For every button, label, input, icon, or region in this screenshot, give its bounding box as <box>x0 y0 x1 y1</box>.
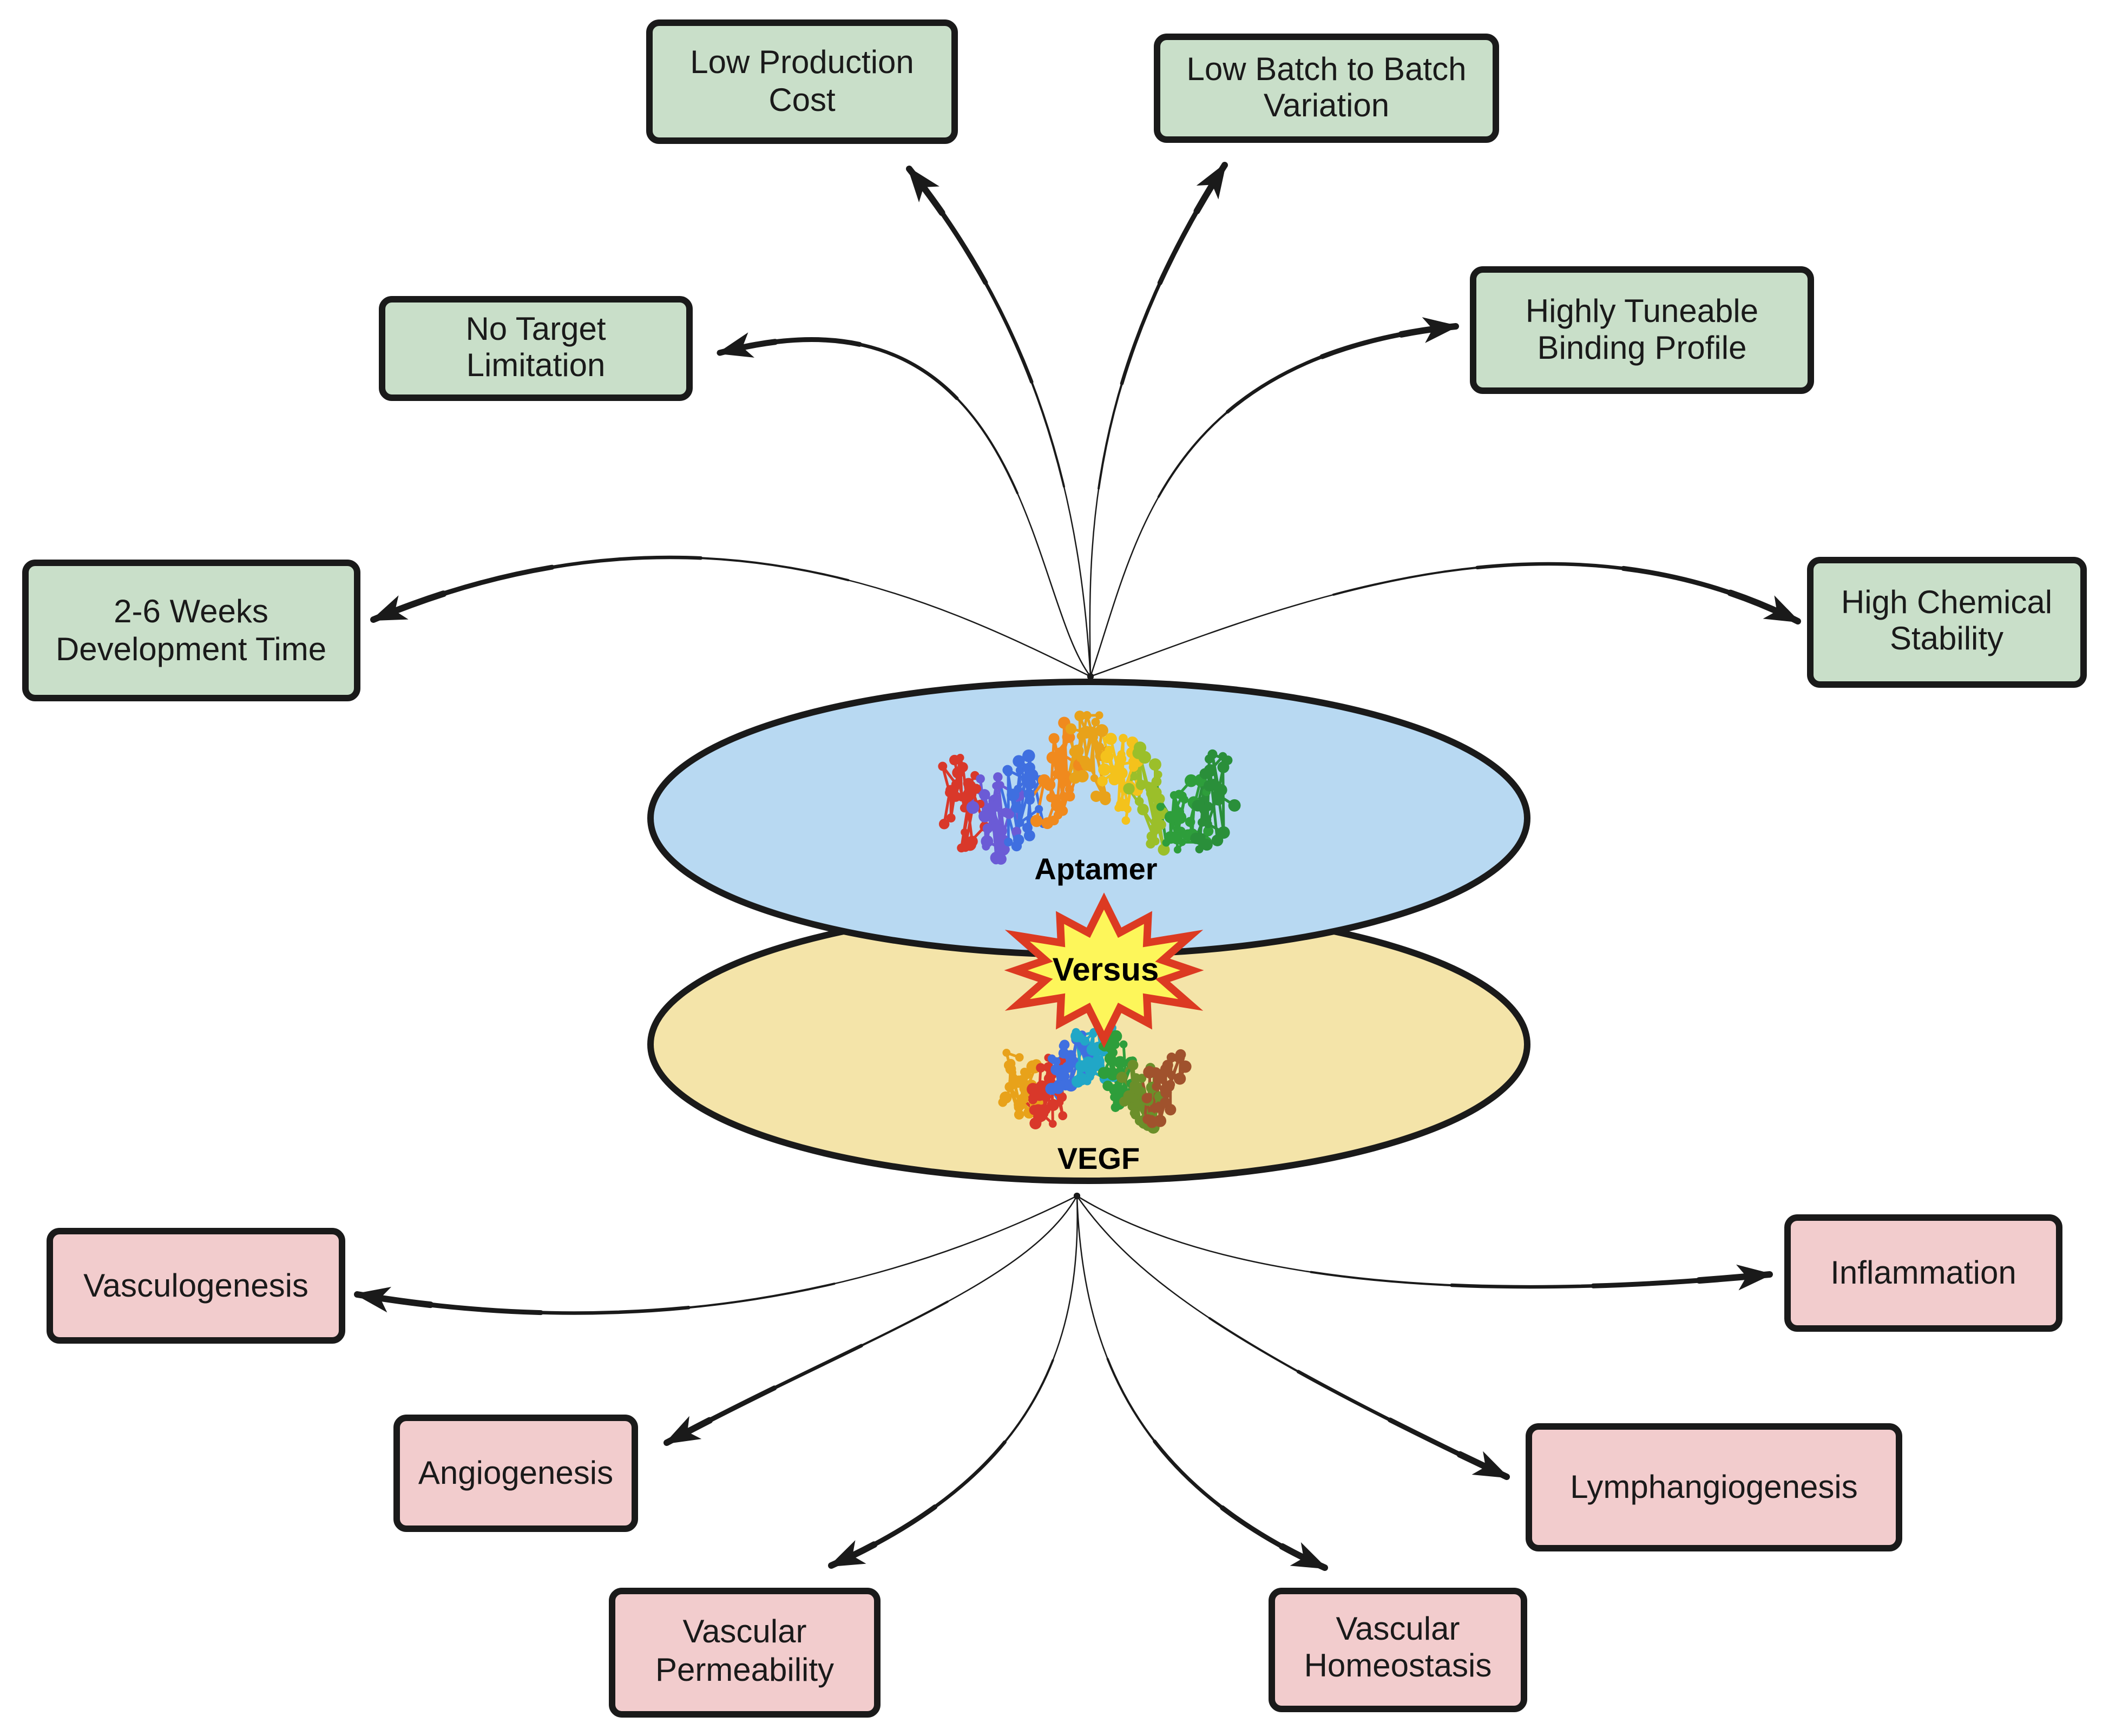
advantage-text: Highly Tuneable <box>1526 293 1758 329</box>
effect-box-inflammation: Inflammation <box>1784 1214 2062 1332</box>
arrowhead-icon <box>1290 1542 1328 1569</box>
arrowhead-icon <box>354 1286 392 1313</box>
advantage-boxes: Low Production Cost Low Batch to Batch V… <box>22 19 2087 701</box>
advantage-text: Stability <box>1890 620 2003 656</box>
arrow-to-low-batch-variation <box>1086 162 1228 680</box>
arrowhead-icon <box>1763 595 1801 623</box>
effect-text: Lymphangiogenesis <box>1570 1469 1857 1505</box>
advantage-text: No Target <box>465 311 606 347</box>
advantage-text: Cost <box>768 82 836 118</box>
advantage-box-highly-tuneable-binding: Highly Tuneable Binding Profile <box>1470 266 1814 394</box>
arrowhead-icon <box>717 332 755 358</box>
arrow-to-lymphangiogenesis <box>1074 1193 1510 1480</box>
arrow-to-vasculogenesis <box>354 1193 1080 1317</box>
arrow-to-vascular-homeostasis <box>1074 1193 1328 1571</box>
arrow-to-angiogenesis <box>663 1193 1080 1446</box>
advantage-text: Limitation <box>467 347 606 383</box>
effect-boxes: Vasculogenesis Inflammation Angiogenesis… <box>47 1214 2062 1718</box>
effect-text: Inflammation <box>1830 1254 2016 1291</box>
arrow-to-development-time <box>370 554 1094 680</box>
arrowhead-icon <box>1196 162 1227 200</box>
arrow-to-inflammation <box>1074 1193 1773 1291</box>
vegf-disc: VEGF <box>647 905 1530 1184</box>
effect-text: Vascular <box>1336 1610 1460 1647</box>
arrow-to-highly-tuneable-binding <box>1087 317 1459 680</box>
starburst-icon <box>1004 892 1204 1048</box>
aptamer-molecule-icon <box>938 711 1241 865</box>
effect-box-vascular-homeostasis: Vascular Homeostasis <box>1269 1588 1527 1712</box>
arrow-to-vascular-permeability <box>828 1193 1081 1569</box>
advantage-text: 2-6 Weeks <box>114 593 268 629</box>
effect-text: Vascular <box>683 1613 807 1649</box>
versus-badge: Versus <box>1004 892 1204 1048</box>
advantage-text: High Chemical <box>1841 584 2052 620</box>
advantage-text: Binding Profile <box>1538 330 1747 366</box>
advantage-box-high-chemical-stability: High Chemical Stability <box>1807 557 2087 688</box>
advantage-text: Development Time <box>56 631 326 667</box>
connector-arrows <box>354 162 1801 1571</box>
vegf-label: VEGF <box>1057 1141 1140 1175</box>
effect-text: Vasculogenesis <box>83 1267 308 1304</box>
effect-text: Homeostasis <box>1304 1647 1492 1684</box>
advantage-text: Variation <box>1264 87 1389 123</box>
advantage-box-low-batch-variation: Low Batch to Batch Variation <box>1154 34 1499 143</box>
effect-box-vascular-permeability: Vascular Permeability <box>609 1588 881 1718</box>
arrow-to-no-target-limitation <box>717 332 1094 680</box>
advantage-box-low-production-cost: Low Production Cost <box>646 19 958 144</box>
versus-label: Versus <box>1053 951 1159 988</box>
advantage-text: Low Production <box>690 44 914 80</box>
arrowhead-icon <box>370 595 409 621</box>
effect-text: Angiogenesis <box>418 1455 613 1491</box>
arrowhead-icon <box>663 1416 702 1444</box>
arrowhead-icon <box>1422 317 1459 343</box>
aptamer-label: Aptamer <box>1034 852 1157 886</box>
arrowhead-icon <box>828 1540 866 1567</box>
advantage-text: Low Batch to Batch <box>1187 51 1467 87</box>
advantage-box-development-time: 2-6 Weeks Development Time <box>22 560 360 701</box>
aptamer-disc: Aptamer <box>647 679 1530 958</box>
effect-box-vasculogenesis: Vasculogenesis <box>47 1228 345 1344</box>
arrow-to-low-production-cost <box>906 166 1094 680</box>
arrowhead-icon <box>1471 1451 1510 1478</box>
advantage-box-no-target-limitation: No Target Limitation <box>379 296 693 401</box>
arrowhead-icon <box>907 166 939 203</box>
effect-box-angiogenesis: Angiogenesis <box>393 1415 638 1532</box>
arrowhead-icon <box>1736 1264 1773 1291</box>
effect-box-lymphangiogenesis: Lymphangiogenesis <box>1526 1423 1902 1551</box>
arrow-to-high-chemical-stability <box>1087 560 1801 680</box>
effect-text: Permeability <box>655 1652 834 1688</box>
